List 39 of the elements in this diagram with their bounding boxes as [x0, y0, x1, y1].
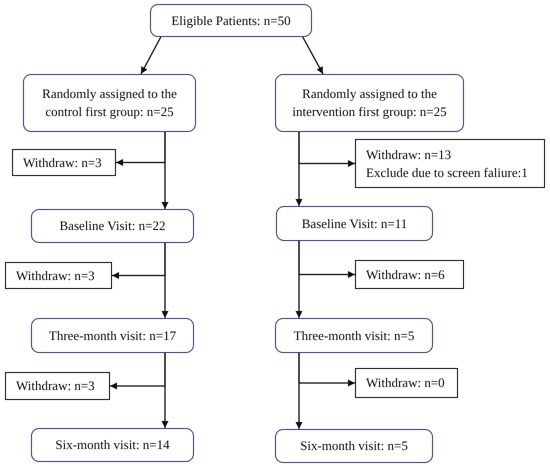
process-box: [275, 318, 433, 353]
box-text: Withdraw: n=3: [23, 154, 102, 172]
withdrawal-box: [5, 262, 112, 289]
process-box: [150, 4, 312, 37]
box-text: Withdraw: n=3: [16, 266, 95, 284]
box-text: Withdraw: n=0: [366, 374, 445, 392]
box-text: Withdraw: n=3: [16, 377, 95, 395]
arrow: [140, 36, 162, 74]
arrow: [302, 36, 324, 74]
box-text: Exclude due to screen faliure:1: [366, 164, 528, 182]
box-text: Withdraw: n=6: [366, 266, 445, 284]
process-box: [23, 74, 196, 132]
arrow: [162, 243, 168, 318]
box-text: Baseline Visit: n=22: [60, 217, 166, 235]
box-text: Three-month visit: n=5: [294, 326, 414, 344]
withdrawal-box: [5, 372, 110, 400]
box-text: Randomly assigned to the intervention first group: n=25: [291, 85, 448, 121]
arrow: [296, 132, 302, 206]
process-box: [31, 428, 194, 462]
withdrawal-box: [355, 368, 458, 398]
arrow: [162, 132, 168, 209]
box-text: Six-month visit: n=14: [55, 436, 170, 454]
box-text: Withdraw: n=13: [366, 146, 452, 164]
process-box: [31, 318, 194, 353]
process-box: [275, 429, 433, 463]
process-box: [275, 74, 464, 132]
withdrawal-box: [12, 149, 116, 176]
arrow: [162, 353, 168, 428]
arrow: [296, 353, 302, 429]
process-box: [276, 206, 433, 241]
box-text: Baseline Visit: n=11: [302, 214, 408, 232]
box-text: Randomly assigned to the control first group: n=25: [41, 85, 178, 121]
box-text: Eligible Patients: n=50: [171, 12, 291, 30]
box-text: Six-month visit: n=5: [300, 437, 408, 455]
withdrawal-box: [355, 260, 464, 289]
box-text: Three-month visit: n=17: [48, 326, 176, 344]
withdrawal-box: [355, 139, 545, 188]
process-box: [31, 209, 194, 243]
arrow: [296, 241, 302, 318]
